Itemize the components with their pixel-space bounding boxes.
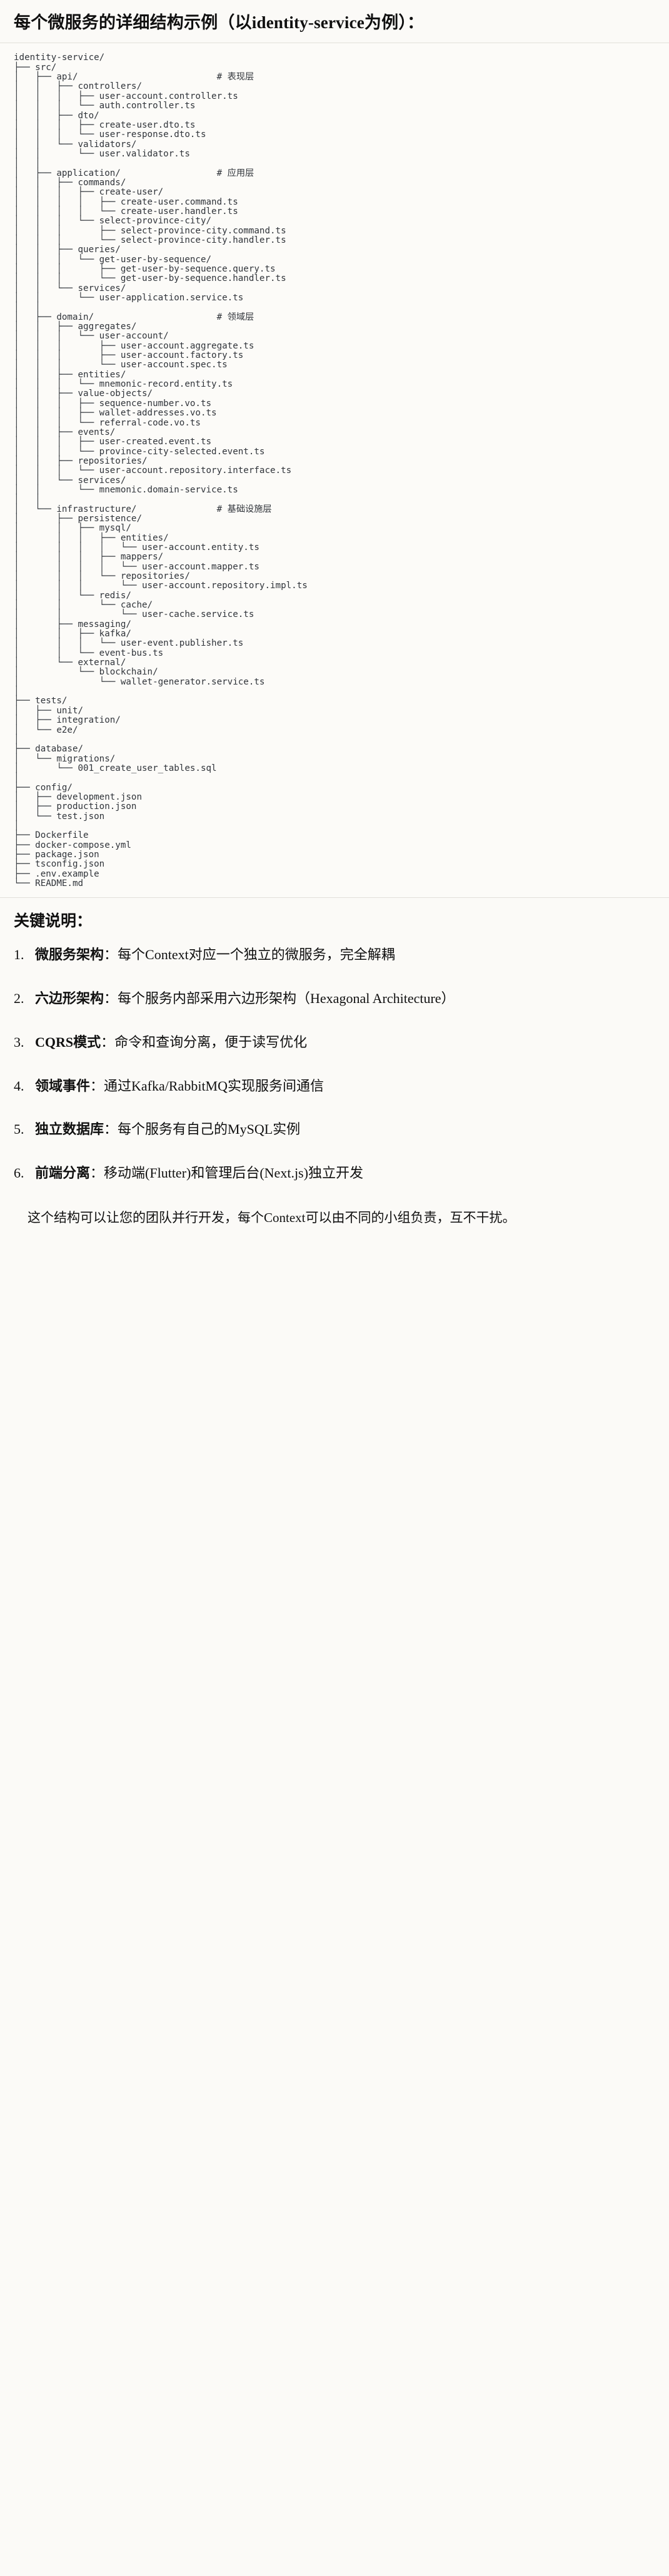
list-item: 独立数据库：每个服务有自己的MySQL实例	[14, 1119, 655, 1139]
key-points-list: 微服务架构：每个Context对应一个独立的微服务，完全解耦 六边形架构：每个服…	[14, 945, 655, 1183]
key-point-separator: ：	[101, 1034, 115, 1050]
key-points-section: 关键说明： 微服务架构：每个Context对应一个独立的微服务，完全解耦 六边形…	[0, 898, 669, 1249]
document-page: 每个微服务的详细结构示例（以identity-service为例）： ident…	[0, 0, 669, 1250]
key-point-description: 移动端(Flutter)和管理后台(Next.js)独立开发	[104, 1165, 363, 1181]
key-point-term: 前端分离	[35, 1165, 91, 1181]
key-point-separator: ：	[90, 1165, 104, 1181]
key-point-description: 命令和查询分离，便于读写优化	[114, 1034, 308, 1050]
section-divider	[0, 897, 669, 899]
list-item: 六边形架构：每个服务内部采用六边形架构（Hexagonal Architectu…	[14, 989, 655, 1009]
key-points-heading: 关键说明：	[14, 913, 93, 930]
list-item: 领域事件：通过Kafka/RabbitMQ实现服务间通信	[14, 1076, 655, 1096]
key-point-separator: ：	[104, 990, 118, 1006]
key-point-term: 独立数据库	[35, 1121, 104, 1138]
key-point-separator: ：	[104, 946, 118, 962]
list-item: CQRS模式：命令和查询分离，便于读写优化	[14, 1032, 655, 1052]
list-item: 微服务架构：每个Context对应一个独立的微服务，完全解耦	[14, 945, 655, 965]
page-title: 每个微服务的详细结构示例（以identity-service为例）：	[14, 13, 425, 32]
key-point-term: 六边形架构	[35, 990, 104, 1006]
closing-paragraph: 这个结构可以让您的团队并行开发，每个Context可以由不同的小组负责，互不干扰…	[28, 1210, 516, 1226]
key-point-term: 微服务架构	[35, 946, 104, 962]
key-point-description: 每个服务内部采用六边形架构（Hexagonal Architecture）	[118, 990, 455, 1006]
key-point-separator: ：	[104, 1121, 118, 1138]
key-point-term: 领域事件	[35, 1077, 91, 1094]
key-point-description: 每个Context对应一个独立的微服务，完全解耦	[118, 946, 395, 962]
key-point-description: 每个服务有自己的MySQL实例	[118, 1121, 301, 1138]
directory-tree: identity-service/ ├── src/ │ ├── api/ # …	[14, 53, 308, 888]
list-item: 前端分离：移动端(Flutter)和管理后台(Next.js)独立开发	[14, 1163, 655, 1183]
code-block-container: identity-service/ ├── src/ │ ├── api/ # …	[0, 43, 669, 898]
key-point-term: CQRS模式	[35, 1034, 101, 1050]
key-point-separator: ：	[90, 1077, 104, 1094]
key-point-description: 通过Kafka/RabbitMQ实现服务间通信	[104, 1077, 324, 1094]
